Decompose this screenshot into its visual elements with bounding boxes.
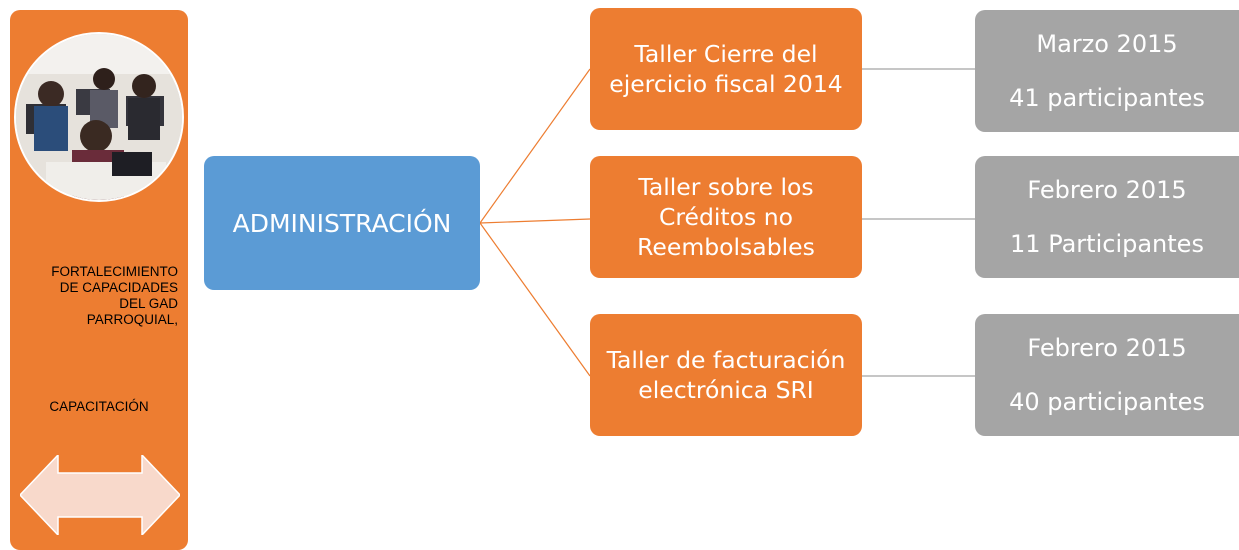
info-date: Febrero 2015 bbox=[1027, 334, 1187, 362]
taller-node-cierre-fiscal: Taller Cierre del ejercicio fiscal 2014 bbox=[590, 8, 862, 130]
sidebar-panel: FORTALECIMIENTO DE CAPACIDADES DEL GAD P… bbox=[10, 10, 188, 550]
sidebar-subtitle: CAPACITACIÓN bbox=[49, 399, 149, 414]
training-photo-illustration bbox=[16, 34, 182, 200]
taller-node-creditos: Taller sobre los Créditos no Reembolsabl… bbox=[590, 156, 862, 278]
info-date: Marzo 2015 bbox=[1036, 30, 1178, 58]
info-participants: 11 Participantes bbox=[1010, 230, 1204, 258]
info-participants: 40 participantes bbox=[1009, 388, 1205, 416]
administracion-node: ADMINISTRACIÓN bbox=[204, 156, 480, 290]
connector-root-to-taller-3 bbox=[479, 222, 591, 377]
info-date: Febrero 2015 bbox=[1027, 176, 1187, 204]
info-node-3: Febrero 2015 40 participantes bbox=[975, 314, 1239, 436]
info-node-1: Marzo 2015 41 participantes bbox=[975, 10, 1239, 132]
connector-root-to-taller-1 bbox=[479, 68, 591, 224]
info-node-2: Febrero 2015 11 Participantes bbox=[975, 156, 1239, 278]
info-participants: 41 participantes bbox=[1009, 84, 1205, 112]
connector-root-to-taller-2 bbox=[479, 218, 591, 224]
sidebar-title: FORTALECIMIENTO DE CAPACIDADES DEL GAD P… bbox=[51, 264, 178, 327]
taller-node-facturacion: Taller de facturación electrónica SRI bbox=[590, 314, 862, 436]
double-arrow-icon bbox=[20, 455, 180, 535]
training-photo bbox=[14, 32, 184, 202]
